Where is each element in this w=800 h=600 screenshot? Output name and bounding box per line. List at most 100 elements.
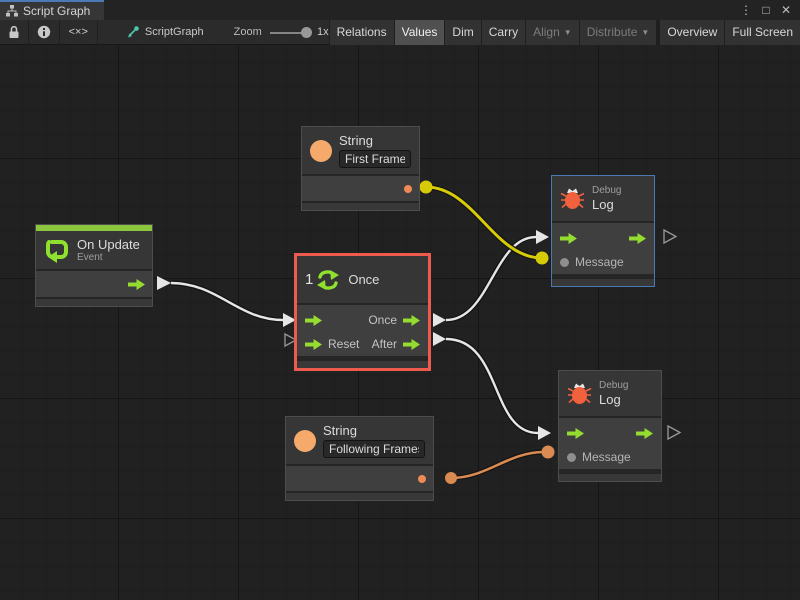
port-label-message: Message	[582, 450, 631, 464]
string-type-icon	[310, 139, 332, 162]
node-title: String	[323, 423, 357, 438]
titlebar: Script Graph ⋮ □ ✕	[0, 0, 800, 20]
toolbar-separator	[28, 19, 29, 45]
code-view-icon: <×>	[68, 26, 88, 38]
flow-output-port-once[interactable]	[403, 314, 420, 326]
toolbar-separator	[58, 19, 60, 45]
string-type-icon	[294, 429, 316, 452]
code-view-toggle[interactable]: <×>	[59, 20, 97, 45]
flow-input-port[interactable]	[567, 427, 584, 439]
flow-output-port-after[interactable]	[403, 338, 420, 350]
fullscreen-button[interactable]: Full Screen	[724, 19, 800, 45]
tab-title: Script Graph	[23, 4, 91, 18]
chevron-down-icon: ▼	[563, 27, 572, 37]
node-title: String	[339, 133, 373, 148]
tab-script-graph[interactable]: Script Graph	[0, 0, 105, 20]
node-header: On Update Event	[36, 231, 152, 269]
node-on-update[interactable]: On Update Event	[35, 224, 153, 307]
node-ports	[286, 464, 433, 491]
once-counter: 1	[305, 271, 314, 288]
node-footer	[559, 472, 661, 481]
zoom-label: Zoom	[233, 26, 262, 38]
node-title: Log	[592, 197, 614, 212]
lock-icon	[9, 25, 19, 38]
graph-name: ScriptGraph	[144, 26, 204, 38]
align-dropdown[interactable]: Align ▼	[525, 19, 579, 45]
node-header: String	[286, 417, 433, 464]
node-kicker: Debug	[592, 185, 622, 196]
flow-output-port[interactable]	[128, 278, 145, 290]
node-header: 1 Once	[297, 256, 428, 303]
toolbar-separator	[97, 19, 98, 45]
string-output-port[interactable]	[418, 474, 426, 483]
maximize-icon[interactable]: □	[762, 3, 770, 17]
distribute-dropdown[interactable]: Distribute ▼	[578, 19, 657, 45]
string-output-port[interactable]	[404, 184, 412, 193]
toolbar-buttons: Relations Values Dim Carry Align ▼ Distr…	[328, 19, 800, 45]
node-title: On Update	[77, 236, 140, 252]
flow-input-port[interactable]	[305, 314, 322, 326]
node-footer	[297, 359, 428, 368]
node-title: Log	[599, 392, 621, 407]
node-debug-log-top[interactable]: Debug Log Message	[551, 175, 655, 287]
chevron-down-icon: ▼	[641, 27, 650, 37]
lock-button[interactable]	[0, 20, 28, 45]
node-ports: Once Reset After	[297, 303, 428, 356]
string-value-input[interactable]	[323, 440, 425, 458]
graph-tab-icon	[6, 5, 18, 17]
node-once[interactable]: 1 Once Once	[294, 253, 431, 371]
node-ports	[36, 269, 152, 297]
port-label-once: Once	[368, 313, 397, 327]
port-label-after: After	[371, 337, 397, 351]
values-button[interactable]: Values	[393, 19, 445, 45]
message-input-port[interactable]	[567, 452, 576, 462]
connection-wires	[157, 180, 682, 484]
window-controls: ⋮ □ ✕	[738, 0, 800, 20]
node-footer	[552, 277, 654, 286]
toolbar: <×> ScriptGraph Zoom 1x Relations Values…	[0, 19, 800, 45]
on-update-loop-icon	[46, 240, 68, 263]
once-cycle-icon	[317, 269, 340, 290]
node-ports: Message	[552, 221, 654, 274]
zoom-slider-track	[269, 31, 306, 34]
node-footer	[302, 201, 419, 210]
port-label-message: Message	[575, 255, 624, 269]
event-color-bar	[36, 225, 152, 231]
node-debug-log-bottom[interactable]: Debug Log Message	[558, 370, 662, 482]
graph-canvas[interactable]: String On Update Event	[0, 45, 800, 600]
string-value-input[interactable]	[339, 150, 411, 168]
info-button[interactable]	[29, 20, 59, 45]
script-graph-asset-icon	[127, 26, 139, 38]
relations-button[interactable]: Relations	[328, 19, 394, 45]
message-input-port[interactable]	[560, 257, 569, 267]
node-title: Once	[348, 272, 380, 287]
node-header: Debug Log	[552, 176, 654, 221]
node-footer	[286, 491, 433, 500]
window-menu-icon[interactable]: ⋮	[740, 3, 752, 17]
info-icon	[37, 25, 50, 39]
bug-icon	[560, 188, 585, 209]
node-header: String	[302, 127, 419, 174]
node-ports: Message	[559, 416, 661, 469]
node-string-first-frame[interactable]: String	[301, 126, 420, 211]
zoom-slider-knob[interactable]	[300, 26, 312, 38]
zoom-value: 1x	[316, 26, 329, 38]
graph-reference[interactable]: ScriptGraph	[126, 25, 204, 39]
bug-icon	[567, 383, 592, 404]
flow-output-port[interactable]	[636, 427, 653, 439]
node-ports	[302, 174, 419, 201]
overview-button[interactable]: Overview	[656, 19, 725, 45]
flow-input-port-reset[interactable]	[305, 338, 322, 350]
node-string-following-frames[interactable]: String	[285, 416, 434, 501]
carry-button[interactable]: Carry	[480, 19, 526, 45]
port-label-reset: Reset	[328, 337, 360, 351]
flow-input-port[interactable]	[560, 232, 577, 244]
close-icon[interactable]: ✕	[780, 3, 792, 17]
node-subtitle: Event	[77, 251, 103, 263]
zoom-slider[interactable]	[269, 20, 312, 45]
dim-button[interactable]: Dim	[444, 19, 481, 45]
node-kicker: Debug	[599, 380, 629, 391]
node-footer	[36, 297, 152, 306]
flow-output-port[interactable]	[629, 232, 646, 244]
